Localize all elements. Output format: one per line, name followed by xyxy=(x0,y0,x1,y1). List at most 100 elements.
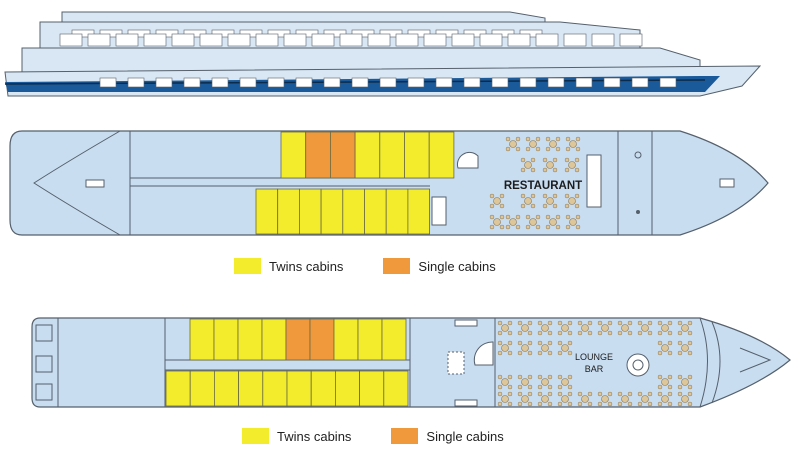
side-window xyxy=(283,33,307,47)
side-window xyxy=(479,33,503,47)
porthole-window xyxy=(463,77,481,88)
side-window xyxy=(227,33,251,47)
side-window xyxy=(367,33,391,47)
side-window xyxy=(155,29,179,38)
twin-cabin xyxy=(189,370,215,407)
side-window xyxy=(407,29,431,38)
deck-1-cabins xyxy=(255,131,455,235)
side-window xyxy=(563,33,587,47)
twin-cabin xyxy=(261,318,287,361)
single-cabin xyxy=(285,318,311,361)
side-window xyxy=(463,29,487,38)
dining-table xyxy=(677,320,693,336)
dining-table xyxy=(657,320,673,336)
dining-table xyxy=(637,391,653,407)
twin-cabin-label: Twins cabins xyxy=(277,428,352,444)
twin-cabin-label: Twins cabins xyxy=(269,258,344,274)
lounge-tables xyxy=(497,320,693,407)
side-window xyxy=(535,33,559,47)
side-window xyxy=(143,33,167,47)
porthole-window xyxy=(379,77,397,88)
side-window xyxy=(351,29,375,38)
side-window xyxy=(267,29,291,38)
side-window xyxy=(619,33,643,47)
porthole-window xyxy=(659,77,677,88)
dining-table xyxy=(505,136,521,152)
side-window xyxy=(339,33,363,47)
dining-table xyxy=(537,374,553,390)
side-window xyxy=(507,33,531,47)
side-window xyxy=(211,29,235,38)
dining-table xyxy=(677,340,693,356)
dining-table xyxy=(557,374,573,390)
twin-cabin xyxy=(238,370,264,407)
twin-cabin xyxy=(359,370,385,407)
side-window xyxy=(171,33,195,47)
dining-table xyxy=(564,193,580,209)
legend-deck-2: Twins cabins Single cabins xyxy=(242,428,504,444)
restaurant-tables xyxy=(489,136,581,230)
porthole-window xyxy=(99,77,117,88)
porthole-window xyxy=(239,77,257,88)
single-cabin xyxy=(309,318,335,361)
deck-2-hull xyxy=(31,317,791,408)
dining-table xyxy=(520,193,536,209)
side-window xyxy=(59,33,83,47)
side-window xyxy=(87,33,111,47)
side-window xyxy=(451,33,475,47)
dining-table xyxy=(520,157,536,173)
twin-cabin xyxy=(404,131,430,179)
dining-table xyxy=(517,320,533,336)
dining-table xyxy=(677,391,693,407)
side-window xyxy=(591,33,615,47)
dining-table xyxy=(565,214,581,230)
porthole-window xyxy=(323,77,341,88)
dining-table xyxy=(657,340,673,356)
twin-cabin xyxy=(237,318,263,361)
dining-table xyxy=(617,320,633,336)
dining-table xyxy=(564,157,580,173)
twin-cabin xyxy=(385,188,409,235)
dining-table xyxy=(505,214,521,230)
porthole-window xyxy=(519,77,537,88)
dining-table xyxy=(657,374,673,390)
twin-cabin xyxy=(342,188,365,235)
dining-table xyxy=(517,391,533,407)
side-window xyxy=(127,29,151,38)
dining-table xyxy=(497,340,513,356)
side-window xyxy=(519,29,543,38)
dining-table xyxy=(489,193,505,209)
dining-table xyxy=(677,374,693,390)
twin-cabin xyxy=(213,318,239,361)
side-window xyxy=(491,29,515,38)
twin-cabin xyxy=(255,188,279,235)
twin-cabin xyxy=(354,131,381,179)
twin-cabin xyxy=(262,370,288,407)
single-cabin-swatch xyxy=(383,258,411,274)
dining-table xyxy=(537,320,553,336)
twin-cabin xyxy=(280,131,307,179)
side-window xyxy=(435,29,459,38)
dining-table xyxy=(542,193,558,209)
single-cabin xyxy=(329,131,356,179)
porthole-window xyxy=(435,77,453,88)
porthole-window xyxy=(127,77,145,88)
dining-table xyxy=(497,374,513,390)
dining-table xyxy=(525,214,541,230)
dining-table xyxy=(597,391,613,407)
side-window xyxy=(295,29,319,38)
dining-table xyxy=(537,391,553,407)
deck-2-plan: LOUNGE BAR xyxy=(31,317,791,408)
twin-cabin xyxy=(383,370,409,407)
dining-table xyxy=(517,374,533,390)
dining-table xyxy=(537,340,553,356)
dining-table xyxy=(545,136,561,152)
dining-table xyxy=(637,320,653,336)
side-window xyxy=(99,29,123,38)
dining-table xyxy=(497,391,513,407)
porthole-window xyxy=(575,77,593,88)
side-window xyxy=(255,33,279,47)
porthole-window xyxy=(631,77,649,88)
porthole-window xyxy=(351,77,369,88)
dining-table xyxy=(657,391,673,407)
